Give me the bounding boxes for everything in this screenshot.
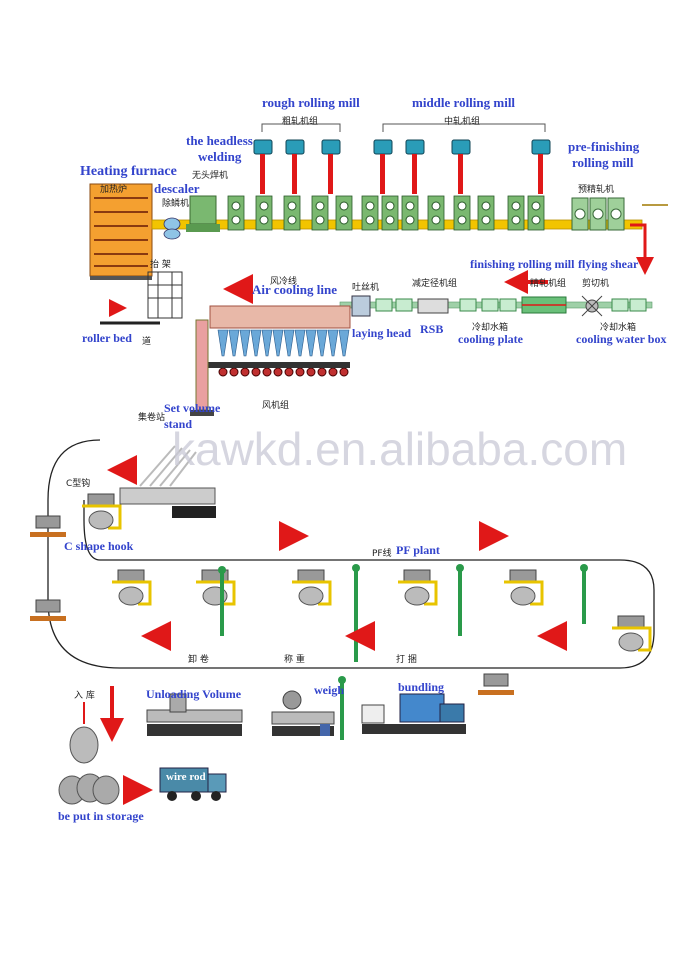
pf-direction-arrows — [107, 455, 567, 651]
zh-jianding: 减定径机组 — [412, 279, 458, 289]
zh-welding: 无头焊机 — [192, 171, 229, 181]
label-unloading-volume: Unloading Volume — [146, 687, 242, 701]
label-laying-head: laying head — [352, 326, 412, 340]
zh-chook: C型钩 — [66, 479, 91, 489]
zh-descaler: 除鳞机 — [162, 199, 190, 209]
zh-fan: 风机组 — [262, 401, 290, 411]
zh-fengleng: 风冷线 — [270, 277, 298, 287]
label-descaler: descaler — [154, 181, 200, 196]
label-middle-rolling-mill: middle rolling mill — [412, 95, 516, 110]
truck-graphic — [159, 767, 227, 801]
label-cooling-plate: cooling plate — [458, 332, 523, 346]
label-air-cooling-line: Air cooling line — [252, 282, 337, 297]
zh-cooling-box: 冷却水箱 — [600, 323, 637, 333]
label-rsb: RSB — [420, 322, 444, 336]
zh-dabao: 打 捆 — [396, 655, 417, 665]
zh-lift: 抬 架 — [150, 260, 171, 270]
pf-posts — [218, 564, 588, 740]
label-flying-shear: flying shear — [578, 257, 639, 271]
watermark: kawkd.en.alibaba.com — [172, 423, 628, 475]
pf-loop-track — [47, 439, 655, 669]
mill-motors — [253, 139, 551, 194]
label-heating-furnace: Heating furnace — [80, 164, 177, 179]
zh-ruku: 入 库 — [74, 691, 95, 701]
unloading-station — [146, 693, 243, 736]
label-headless-welding-2: welding — [198, 149, 242, 164]
label-storage: be put in storage — [58, 809, 144, 823]
zh-pre-finishing: 预精轧机 — [578, 185, 615, 195]
bundling-station — [361, 693, 466, 734]
label-headless-welding-1: the headless — [186, 133, 253, 148]
zh-xiejuan: 卸 卷 — [188, 655, 209, 665]
zh-rough: 粗轧机组 — [282, 117, 319, 127]
zh-jijuan: 集卷站 — [138, 413, 166, 423]
zh-chengzhong: 称 重 — [284, 655, 305, 665]
zh-middle: 中轧机组 — [444, 117, 481, 127]
label-pre-finishing-2: rolling mill — [572, 155, 634, 170]
zh-tusi: 吐丝机 — [352, 283, 380, 293]
weigh-station — [271, 690, 335, 736]
zh-road: 道 — [142, 337, 152, 347]
cooling-boxes — [375, 298, 647, 312]
label-finishing-rolling-mill: finishing rolling mill — [470, 257, 575, 271]
welding-machine-graphic — [186, 195, 220, 232]
label-roller-bed: roller bed — [82, 331, 132, 345]
label-c-shape-hook: C shape hook — [64, 539, 134, 553]
label-cooling-water-box: cooling water box — [576, 332, 667, 346]
air-cooling-conveyor — [209, 305, 351, 329]
zh-furnace: 加热炉 — [100, 185, 128, 195]
zh-pf: PF线 — [372, 549, 392, 559]
label-bundling: bundling — [398, 680, 445, 694]
label-pf-plant: PF plant — [396, 543, 440, 557]
storage-coils — [58, 702, 120, 805]
zh-finishing: 精轧机组 — [530, 279, 567, 289]
coil-collector-graphic — [119, 445, 216, 518]
label-wire-rod: wire rod — [166, 771, 206, 783]
label-pre-finishing-1: pre-finishing — [568, 139, 640, 154]
label-weigh: weigh — [314, 683, 344, 697]
heating-furnace-graphic — [89, 183, 153, 280]
zh-cooling-plate: 冷却水箱 — [472, 323, 509, 333]
label-set-volume-1: Set volume — [164, 401, 221, 415]
set-volume-stand — [195, 319, 209, 411]
zh-shear: 剪切机 — [582, 279, 610, 289]
fan-units — [217, 329, 350, 377]
pre-finishing-stands — [571, 197, 625, 231]
label-rough-rolling-mill: rough rolling mill — [262, 95, 360, 110]
rough-mill-stands — [227, 195, 353, 231]
c-hooks — [30, 493, 652, 695]
down-arrow-right — [630, 223, 654, 275]
middle-mill-stands — [361, 195, 545, 231]
descaler-graphic — [163, 217, 181, 240]
laying-head-graphic — [351, 295, 371, 317]
label-set-volume-2: stand — [164, 417, 193, 431]
lift-frame-graphic — [147, 271, 183, 319]
